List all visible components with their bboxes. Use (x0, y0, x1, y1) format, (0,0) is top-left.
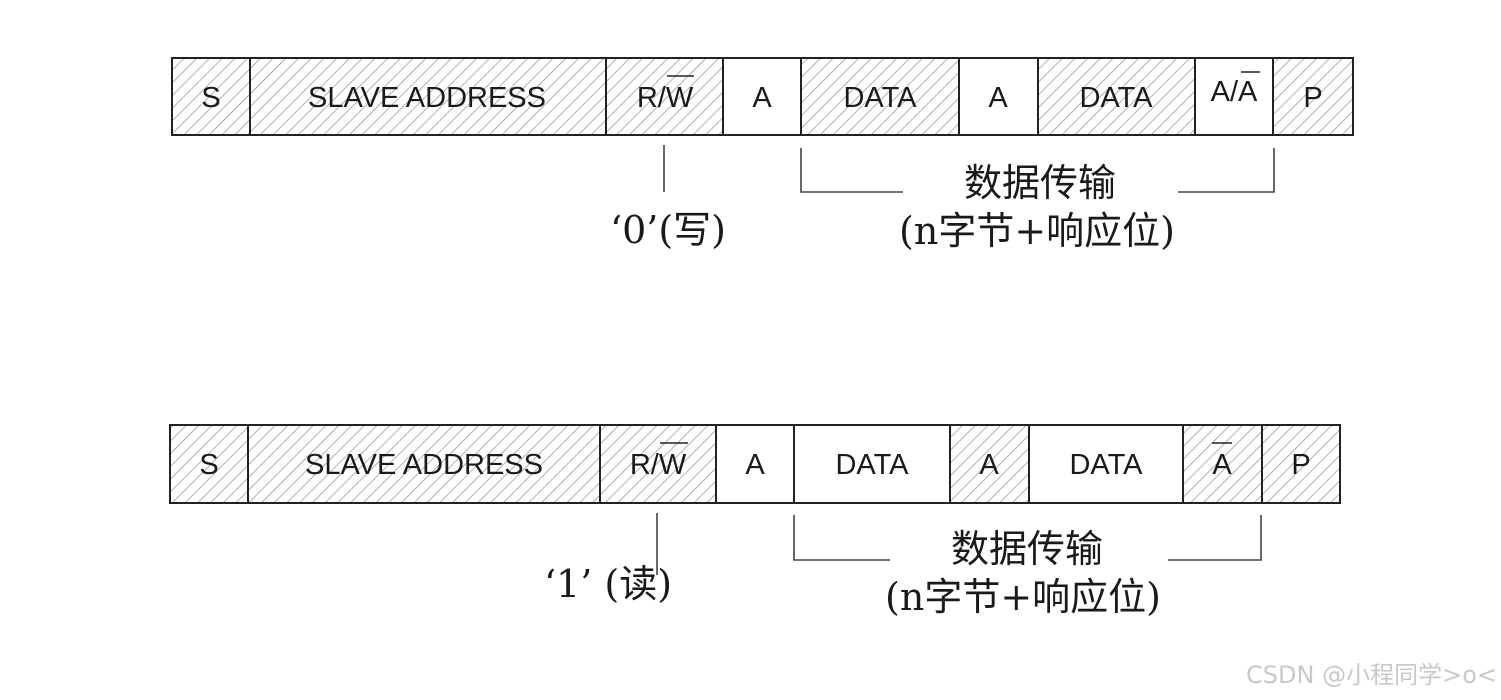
field-data-label: DATA (1069, 449, 1143, 481)
field-ack-label: A (988, 82, 1008, 114)
frame-outline (169, 424, 1341, 504)
field-stop-label: P (1291, 449, 1310, 481)
field-start-label: S (199, 449, 218, 481)
field-cell-bg (1183, 425, 1262, 503)
field-stop-label: P (1303, 82, 1322, 114)
field-data-label: DATA (843, 82, 917, 114)
field-cell-bg (1029, 425, 1183, 503)
field-cell-bg (606, 58, 723, 135)
rw-read-caption: ‘1’ (读) (544, 562, 672, 606)
transfer-caption-detail: (n字节+响应位) (899, 209, 1175, 253)
read-frame: S SLAVE ADDRESS R/W A DATA A DATA A P ‘1… (169, 424, 1341, 619)
field-cell-bg (250, 58, 606, 135)
field-cell-bg (723, 58, 801, 135)
field-cell-bg (248, 425, 600, 503)
field-start-label: S (201, 82, 220, 114)
field-cell-bg (950, 425, 1029, 503)
watermark: CSDN @小程同学>o< (1246, 661, 1497, 689)
field-address-label: SLAVE ADDRESS (308, 82, 546, 114)
transfer-caption-title: 数据传输 (964, 161, 1116, 205)
field-cell-bg (1195, 58, 1273, 135)
field-cell-bg (794, 425, 950, 503)
field-cell-bg (801, 58, 959, 135)
transfer-bracket-right (1178, 148, 1275, 193)
field-data-label: DATA (1079, 82, 1153, 114)
field-cell-bg (959, 58, 1038, 135)
field-cell-bg (1273, 58, 1353, 135)
field-nack-label: A (1212, 449, 1232, 481)
field-cell-bg (172, 58, 250, 135)
field-rw-label: R/W (630, 449, 687, 481)
field-data-label: DATA (835, 449, 909, 481)
field-ack-label: A (745, 449, 765, 481)
field-address-label: SLAVE ADDRESS (305, 449, 543, 481)
field-cell-bg (1038, 58, 1195, 135)
field-ack-label: A (979, 449, 999, 481)
field-cell-bg (600, 425, 716, 503)
transfer-bracket-right (1168, 515, 1262, 561)
transfer-bracket-left (800, 148, 903, 193)
transfer-caption-detail: (n字节+响应位) (885, 575, 1161, 619)
write-frame: S SLAVE ADDRESS R/W A DATA A DATA A/A P … (171, 57, 1354, 253)
field-cell-bg (1262, 425, 1340, 503)
field-ack-nack-label: A/A (1211, 76, 1258, 108)
rw-write-caption: ‘0’(写) (610, 208, 726, 252)
transfer-bracket-left (793, 515, 890, 561)
field-cell-bg (716, 425, 794, 503)
field-rw-label: R/W (637, 82, 694, 114)
field-ack-label: A (752, 82, 772, 114)
transfer-caption-title: 数据传输 (951, 527, 1103, 571)
frame-outline (171, 57, 1354, 136)
field-cell-bg (170, 425, 248, 503)
